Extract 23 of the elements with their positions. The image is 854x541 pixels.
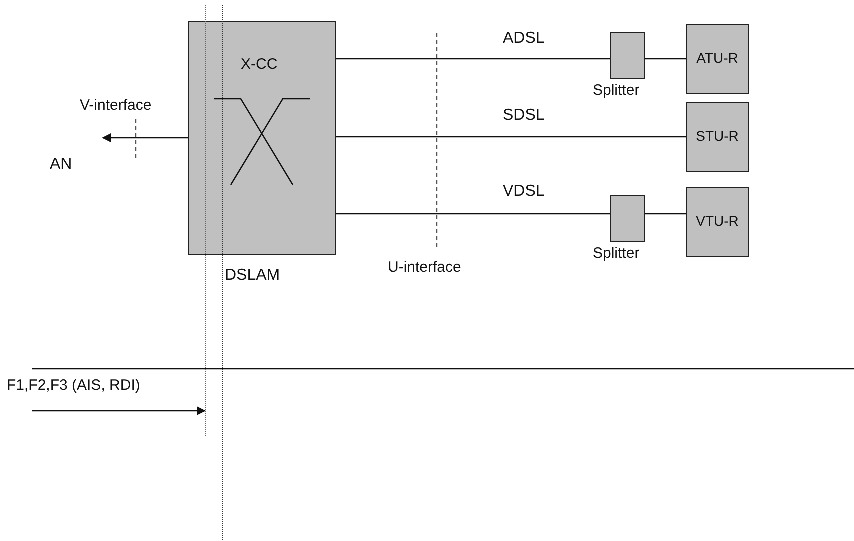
modem-label: ATU-R	[696, 50, 740, 66]
node-label: AN	[50, 156, 72, 174]
splitter-label: Splitter	[593, 245, 640, 262]
modem-box	[686, 24, 749, 94]
interface-label: V-interface	[80, 97, 152, 114]
block-label: X-CC	[241, 56, 278, 73]
block-caption: DSLAM	[225, 267, 280, 285]
connection-line	[336, 58, 610, 60]
edge-label: SDSL	[503, 107, 545, 125]
connection-line	[336, 213, 610, 215]
edge-label: ADSL	[503, 30, 545, 48]
modem-label: STU-R	[695, 128, 740, 144]
modem-box	[686, 187, 749, 257]
flow-label: F1,F2,F3 (AIS, RDI)	[7, 377, 140, 394]
edge-label: VDSL	[503, 183, 545, 201]
connection-line	[336, 136, 686, 138]
connection-line	[645, 58, 686, 60]
interface-label: U-interface	[388, 259, 462, 276]
modem-label: VTU-R	[695, 213, 740, 229]
connection-line	[645, 213, 686, 215]
arrow	[102, 134, 188, 142]
modem-box	[686, 102, 749, 172]
splitter-label: Splitter	[593, 82, 640, 99]
